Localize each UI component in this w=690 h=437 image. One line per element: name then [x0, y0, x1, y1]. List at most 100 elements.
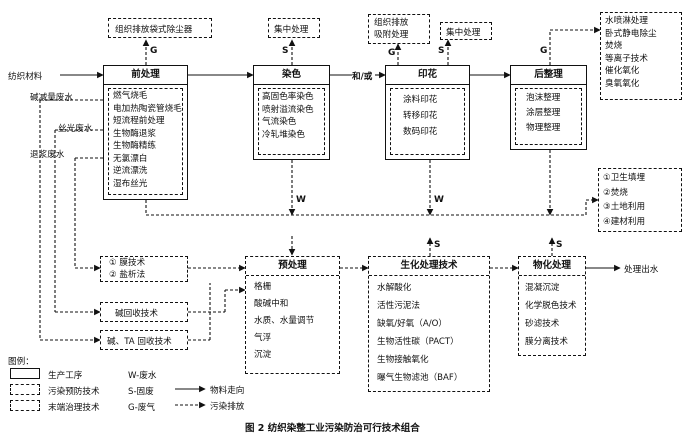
dyeing-title: 染色 [254, 66, 329, 85]
wastewater-pretreatment-item: 酸碱中和 [254, 299, 289, 309]
legend-label: 末端治理技术 [48, 403, 100, 413]
legend-flow-label: 物料走向 [210, 386, 245, 396]
legend-swatch-dashdot [10, 400, 40, 411]
membrane-box: ① 膜技术 ② 盐析法 [100, 256, 188, 282]
pretreatment-item: 燃气烧毛 [113, 91, 148, 101]
physicochemical-treatment-list: 混凝沉淀 化学脱色技术 砂滤技术 膜分离技术 [525, 279, 577, 351]
dyeing-item: 冷轧堆染色 [262, 129, 305, 140]
physicochemical-treatment: 物化处理 混凝沉淀 化学脱色技术 砂滤技术 膜分离技术 [518, 256, 586, 356]
legend-code: S-固废 [128, 387, 154, 397]
central-treatment-label-2: 集中处理 [446, 28, 481, 38]
printing-item: 涂料印花 [403, 95, 438, 105]
pretreatment-item: 无氯漂白 [113, 153, 148, 164]
wastewater-pretreatment: 预处理 格栅 酸碱中和 水质、水量调节 气浮 沉淀 [245, 256, 340, 374]
solid-disposal-list: ①卫生填埋 ②焚烧 ③土地利用 ④建材利用 [603, 171, 645, 229]
solid-disposal-item: ②焚烧 [603, 187, 628, 198]
desize-wastewater-label: 退浆废水 [30, 150, 65, 160]
dyeing-item: 高固色率染色 [262, 92, 314, 102]
physicochemical-treatment-item: 混凝沉淀 [525, 283, 560, 293]
solid-disposal-item: ④建材利用 [603, 216, 646, 227]
gas-treatment-item: 焚烧 [605, 41, 623, 51]
gas-treatment-box: 水喷淋处理 卧式静电除尘 焚烧 等离子技术 催化氧化 臭氧氧化 [600, 12, 682, 100]
printing-item: 转移印花 [403, 111, 438, 121]
legend-swatch-dashed [10, 384, 40, 395]
ta-recovery-label: 碱、TA 回收技术 [107, 337, 172, 347]
finishing-list: 泡沫整理 涂层整理 物理整理 [526, 91, 560, 136]
gas-treatment-item: 等离子技术 [605, 53, 648, 64]
bag-filter-box: 组织排放袋式除尘器 [108, 18, 212, 38]
legend-swatch-solid [10, 368, 40, 379]
central-treatment-box-2: 集中处理 [440, 22, 492, 40]
merc-wastewater-label: 丝光废水 [58, 124, 93, 134]
biochemical-treatment-item: 水解酸化 [377, 283, 412, 293]
gas-mark: G [540, 46, 548, 56]
solid-mark: S [434, 240, 441, 250]
gas-treatment-item: 水喷淋处理 [605, 16, 648, 26]
legend-flow-label: 污染排放 [210, 402, 245, 412]
gas-treatment-list: 水喷淋处理 卧式静电除尘 焚烧 等离子技术 催化氧化 臭氧氧化 [605, 15, 657, 90]
solid-mark: S [438, 46, 445, 56]
legend-code: W-废水 [128, 371, 157, 381]
central-treatment-box-1: 集中处理 [268, 18, 320, 38]
dyeing-item: 喷射溢流染色 [262, 104, 314, 115]
biochemical-treatment-item: 生物接触氧化 [377, 355, 429, 365]
pretreatment-item: 电加热陶瓷管烧毛 [113, 103, 182, 114]
alkali-wastewater-label: 碱减量废水 [30, 93, 73, 103]
wastewater-pretreatment-list: 格栅 酸碱中和 水质、水量调节 气浮 沉淀 [254, 279, 314, 364]
pretreatment-tech-box: 燃气烧毛 电加热陶瓷管烧毛 短流程前处理 生物酶退浆 生物酶精练 无氯漂白 逆流… [108, 88, 183, 195]
biochemical-treatment-item: 生物活性碳（PACT） [377, 337, 459, 347]
organized-emission-box: 组织排放 吸附处理 [368, 14, 430, 44]
gas-mark: G [388, 48, 396, 58]
biochemical-treatment-item: 活性污泥法 [377, 301, 420, 311]
ta-recovery-box: 碱、TA 回收技术 [100, 330, 188, 350]
pretreatment-list: 燃气烧毛 电加热陶瓷管烧毛 短流程前处理 生物酶退浆 生物酶精练 无氯漂白 逆流… [113, 90, 182, 190]
and-or-label: 和/或 [352, 72, 373, 82]
physicochemical-treatment-item: 砂滤技术 [525, 319, 560, 329]
legend-code: G-废气 [128, 403, 155, 413]
biochemical-treatment-list: 水解酸化 活性污泥法 缺氧/好氧（A/O） 生物活性碳（PACT） 生物接触氧化… [377, 279, 462, 387]
printing-tech-box: 涂料印花 转移印花 数码印花 [390, 88, 465, 155]
organized-emission-label: 组织排放 吸附处理 [374, 18, 409, 40]
wastewater-pretreatment-item: 水质、水量调节 [254, 316, 315, 326]
dyeing-list: 高固色率染色 喷射溢流染色 气流染色 冷轧堆染色 [262, 91, 314, 141]
pretreatment-stage: 前处理 燃气烧毛 电加热陶瓷管烧毛 短流程前处理 生物酶退浆 生物酶精练 无氯漂… [103, 65, 188, 200]
printing-list: 涂料印花 转移印花 数码印花 [403, 92, 437, 140]
central-treatment-label-1: 集中处理 [274, 25, 309, 35]
gas-treatment-item: 催化氧化 [605, 66, 640, 76]
biochemical-treatment-item: 缺氧/好氧（A/O） [377, 319, 447, 329]
dyeing-stage: 染色 高固色率染色 喷射溢流染色 气流染色 冷轧堆染色 [253, 65, 330, 160]
finishing-stage: 后整理 泡沫整理 涂层整理 物理整理 [510, 65, 587, 150]
solid-disposal-box: ①卫生填埋 ②焚烧 ③土地利用 ④建材利用 [598, 168, 682, 232]
alkali-recovery-label: 碱回收技术 [115, 309, 158, 319]
gas-treatment-item: 卧式静电除尘 [605, 28, 657, 39]
finishing-item: 泡沫整理 [526, 93, 561, 103]
printing-stage: 印花 涂料印花 转移印花 数码印花 [385, 65, 470, 160]
pretreatment-item: 生物酶精练 [113, 141, 156, 151]
printing-title: 印花 [386, 66, 469, 85]
membrane-item: ① 膜技术 [109, 258, 146, 268]
physicochemical-treatment-title: 物化处理 [519, 257, 585, 276]
pretreatment-title: 前处理 [104, 66, 187, 85]
raw-material-label: 纺织材料 [8, 72, 43, 82]
biochemical-treatment: 生化处理技术 水解酸化 活性污泥法 缺氧/好氧（A/O） 生物活性碳（PACT）… [368, 256, 490, 392]
solid-mark: S [282, 46, 289, 56]
wastewater-pretreatment-title: 预处理 [246, 257, 339, 276]
dyeing-item: 气流染色 [262, 117, 297, 127]
finishing-title: 后整理 [511, 66, 586, 85]
printing-item: 数码印花 [403, 127, 438, 137]
figure-caption: 图 2 纺织染整工业污染防治可行技术组合 [245, 423, 420, 434]
wastewater-pretreatment-item: 格栅 [254, 282, 272, 292]
membrane-list: ① 膜技术 ② 盐析法 [109, 257, 145, 281]
wastewater-pretreatment-item: 气浮 [254, 333, 272, 343]
physicochemical-treatment-item: 化学脱色技术 [525, 301, 577, 311]
gas-treatment-item: 臭氧氧化 [605, 78, 640, 89]
pretreatment-item: 短流程前处理 [113, 116, 165, 126]
membrane-item: ② 盐析法 [109, 270, 146, 280]
solid-mark: S [556, 240, 563, 250]
wastewater-mark: W [296, 195, 306, 205]
alkali-recovery-box: 碱回收技术 [100, 302, 188, 322]
pretreatment-item: 生物酶退浆 [113, 128, 156, 139]
finishing-tech-box: 泡沫整理 涂层整理 物理整理 [515, 88, 582, 145]
pretreatment-item: 逆流漂洗 [113, 166, 148, 176]
wastewater-mark: W [434, 195, 444, 205]
